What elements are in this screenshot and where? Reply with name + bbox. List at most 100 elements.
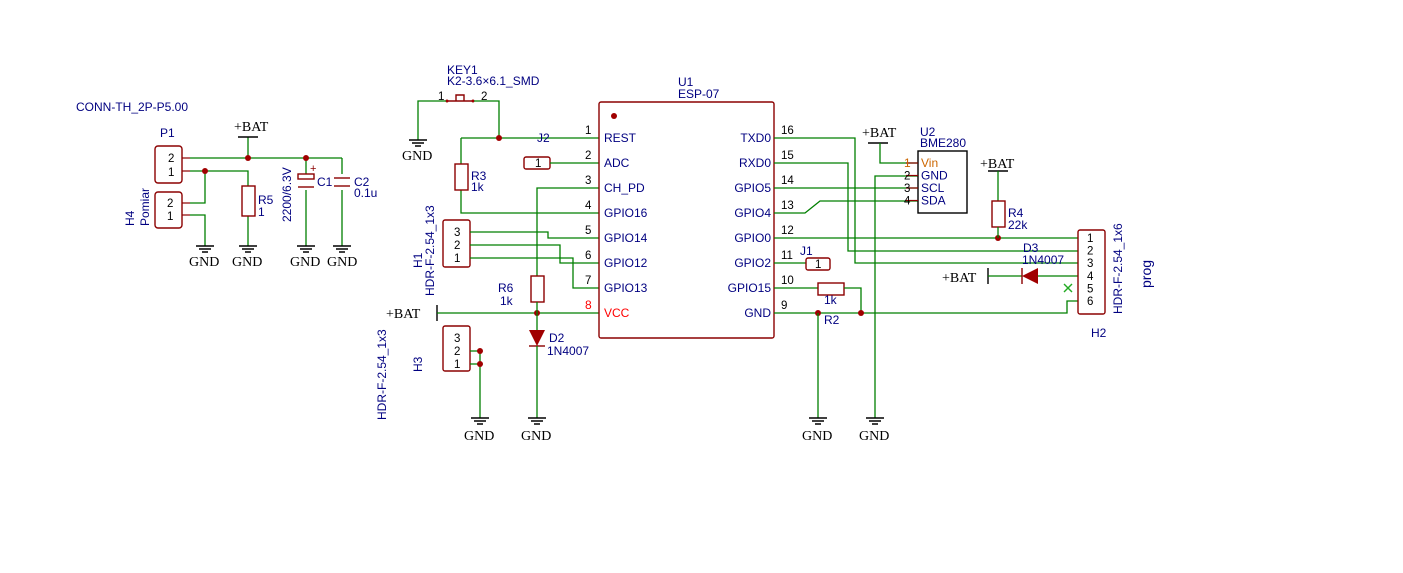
u1-pin-name: VCC — [604, 306, 630, 320]
h3-pin3: 3 — [454, 333, 460, 345]
h4-pin2: 2 — [167, 198, 173, 210]
u1-pin-number: 10 — [781, 275, 794, 287]
u2-pin-number: 1 — [904, 156, 911, 170]
d3-ref: D3 — [1023, 241, 1039, 255]
u2-body — [917, 150, 968, 214]
u1-pin-number: 2 — [585, 150, 591, 162]
d3-value: 1N4007 — [1022, 253, 1064, 267]
p1-value: CONN-TH_2P-P5.00 — [76, 100, 188, 114]
d3-block: D3 1N4007 +BAT — [942, 241, 1078, 286]
u1-pin-number: 13 — [781, 200, 794, 212]
c1-value: 2200/6.3V — [280, 167, 294, 222]
gnd-symbol: GND — [859, 417, 889, 444]
u1-pin-name: GPIO16 — [604, 206, 648, 220]
u1-pin-number: 1 — [585, 125, 591, 137]
r4-bat-net-label: +BAT — [980, 157, 1015, 172]
gnd-symbol: GND — [464, 417, 494, 444]
r2-resistor — [817, 282, 845, 296]
r6-ref: R6 — [498, 281, 514, 295]
h3-value: HDR-F-2.54_1x3 — [375, 329, 389, 420]
svg-text:GND: GND — [327, 255, 357, 270]
c1-ref: C1 — [317, 175, 333, 189]
r5-value: 1 — [258, 205, 265, 219]
c2-ref: C2 — [354, 175, 370, 189]
r4-value: 22k — [1008, 218, 1028, 232]
no-connect-mark — [1063, 283, 1073, 293]
u2-pin-name: SDA — [921, 194, 946, 208]
d2-value: 1N4007 — [547, 344, 589, 358]
u1-pin-name: ADC — [604, 156, 630, 170]
h1-pin3: 3 — [454, 227, 460, 239]
p1-bat-net-label: +BAT — [234, 120, 269, 135]
h1-pin1: 1 — [454, 253, 460, 265]
svg-text:GND: GND — [189, 255, 219, 270]
h1-value: HDR-F-2.54_1x3 — [423, 205, 437, 296]
h2-pin-number: 4 — [1087, 271, 1094, 283]
r5-ref: R5 — [258, 193, 274, 207]
r3-ref: R3 — [471, 169, 487, 183]
h4-ref: H4 — [123, 210, 137, 226]
c2-value: 0.1u — [354, 186, 377, 200]
u1-pin-number: 12 — [781, 225, 794, 237]
r5-resistor — [241, 185, 256, 217]
u1-pin-name: GPIO0 — [734, 231, 771, 245]
r4-resistor — [991, 200, 1006, 228]
p1-pin1: 1 — [168, 167, 174, 179]
u2-pin-number: 3 — [904, 183, 910, 195]
u1-pin-name: REST — [604, 131, 637, 145]
u1-pin-name: GND — [744, 306, 771, 320]
h2-ref: H2 — [1091, 326, 1107, 340]
u1-pin-number: 6 — [585, 250, 591, 262]
svg-text:GND: GND — [859, 429, 889, 444]
u1-pin-number: 15 — [781, 150, 794, 162]
u1-pin-number: 7 — [585, 275, 591, 287]
c2-capacitor — [334, 177, 350, 187]
u1-pin-name: GPIO5 — [734, 181, 771, 195]
r6-resistor — [530, 275, 545, 303]
h2-pin-number: 6 — [1087, 296, 1093, 308]
u1-right-pins: 16TXD015RXD014GPIO513GPIO412GPIO011GPIO2… — [728, 125, 795, 320]
d3-bat-net-label: +BAT — [942, 271, 977, 286]
j1-ref: J1 — [800, 244, 813, 258]
h2-label: prog — [1138, 260, 1154, 288]
u1-pin-name: GPIO15 — [728, 281, 772, 295]
h1-pin2: 2 — [454, 240, 460, 252]
gnd-symbol: GND — [232, 245, 262, 270]
h3-pin1: 1 — [454, 359, 460, 371]
r2-value: 1k — [824, 293, 838, 307]
p1-connector — [154, 145, 183, 184]
u2-pin-number: 4 — [904, 196, 911, 208]
u1-pin-number: 5 — [585, 225, 591, 237]
h2-pin-number: 3 — [1087, 258, 1093, 270]
c1-polarity: + — [310, 163, 316, 175]
u2-value: BME280 — [920, 136, 966, 150]
r3-value: 1k — [471, 180, 485, 194]
d2-diode — [529, 330, 545, 347]
u2-ref: U2 — [920, 125, 936, 139]
svg-text:GND: GND — [521, 429, 551, 444]
h4-pin1: 1 — [167, 211, 173, 223]
u2-bat-net-label: +BAT — [862, 126, 897, 141]
svg-text:GND: GND — [464, 429, 494, 444]
d2-ref: D2 — [549, 331, 565, 345]
u1-pin-number: 3 — [585, 175, 591, 187]
reset-button — [445, 94, 475, 103]
h2-pin-number: 1 — [1087, 233, 1093, 245]
key1-pin1: 1 — [438, 91, 444, 103]
u2-pin-number: 2 — [904, 171, 910, 183]
u1-pin-name: CH_PD — [604, 181, 645, 195]
gnd-symbol: GND — [521, 417, 551, 444]
r4-ref: R4 — [1008, 206, 1024, 220]
h2-connector — [1077, 229, 1106, 315]
svg-text:GND: GND — [290, 255, 320, 270]
j1-jumper — [805, 257, 831, 271]
h4-value: Pomiar — [138, 188, 152, 226]
u1-pin-name: RXD0 — [739, 156, 771, 170]
gnd-symbol: GND — [802, 417, 832, 444]
r3-resistor — [454, 163, 469, 191]
